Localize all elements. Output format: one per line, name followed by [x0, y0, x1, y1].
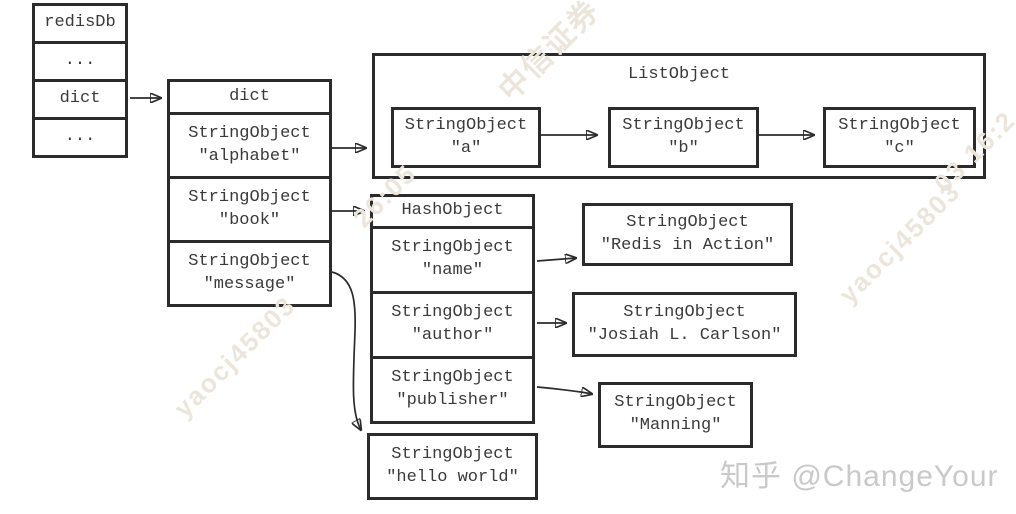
dict-row-book: StringObject "book" — [170, 176, 329, 240]
object-type-label: StringObject — [614, 393, 737, 413]
object-type-label: StringObject — [188, 123, 311, 143]
object-type-label: StringObject — [623, 302, 746, 322]
hash-row-name: StringObject "name" — [373, 226, 532, 291]
object-value-label: "b" — [668, 138, 699, 158]
object-value-label: "message" — [203, 274, 296, 294]
object-type-label: StringObject — [391, 368, 514, 388]
dict-table: dict StringObject "alphabet" StringObjec… — [167, 79, 332, 307]
object-value-label: "a" — [450, 138, 482, 158]
arrow-publisher-to-manning — [536, 386, 592, 394]
object-type-label: StringObject — [626, 212, 749, 232]
list-item-c: StringObject "c" — [823, 107, 976, 168]
object-type-label: StringObject — [622, 115, 745, 135]
dict-row-alphabet: StringObject "alphabet" — [170, 112, 329, 176]
redisdb-row-ellipsis-bottom: ... — [35, 117, 125, 155]
object-type-label: StringObject — [838, 115, 961, 135]
watermark-diagonal: yaocj45803 — [832, 175, 967, 310]
object-type-label: StringObject — [391, 238, 514, 258]
object-type-label: StringObject — [404, 115, 528, 135]
object-value-label: "Manning" — [629, 416, 722, 435]
zhihu-credit-watermark: 知乎 @ChangeYour — [720, 460, 999, 493]
object-value-label: "c" — [884, 138, 915, 158]
hash-object-header: HashObject — [401, 201, 504, 221]
object-value-label: "Josiah L. Carlson" — [587, 325, 782, 345]
object-type-label: StringObject — [391, 444, 514, 464]
redisdb-row-dict: dict — [35, 79, 125, 117]
object-value-label: "hello world" — [386, 467, 519, 487]
object-value-label: "author" — [411, 326, 494, 345]
value-box-josiah-carlson: StringObject "Josiah L. Carlson" — [572, 292, 797, 357]
object-value-label: "Redis in Action" — [600, 235, 775, 255]
dict-row-message: StringObject "message" — [170, 240, 329, 304]
arrow-name-to-redis-in-action — [536, 258, 576, 261]
value-box-manning: StringObject "Manning" — [598, 382, 753, 448]
list-object-container: ListObject StringObject "a" StringObject… — [372, 53, 986, 179]
hash-object-table: HashObject StringObject "name" StringObj… — [370, 194, 535, 424]
redisdb-row-ellipsis-top: ... — [35, 41, 125, 79]
object-value-label: "name" — [421, 261, 484, 280]
hash-row-publisher: StringObject "publisher" — [373, 356, 532, 421]
arrow-message-to-hello-world — [331, 271, 361, 430]
object-type-label: StringObject — [188, 251, 311, 271]
hash-row-author: StringObject "author" — [373, 291, 532, 356]
object-value-label: "alphabet" — [198, 146, 301, 166]
object-value-label: "publisher" — [396, 391, 509, 410]
value-box-hello-world: StringObject "hello world" — [367, 433, 538, 500]
redisdb-row-title: redisDb — [44, 13, 116, 33]
list-item-a: StringObject "a" — [391, 107, 541, 168]
object-type-label: StringObject — [391, 303, 514, 323]
object-value-label: "book" — [218, 210, 281, 230]
list-item-b: StringObject "b" — [608, 107, 759, 168]
watermark-diagonal: yaocj45803 — [167, 289, 302, 424]
object-type-label: StringObject — [188, 187, 311, 207]
value-box-redis-in-action: StringObject "Redis in Action" — [582, 203, 793, 266]
list-object-title: ListObject — [627, 65, 731, 84]
redisdb-table: redisDb ... dict ... — [32, 3, 128, 158]
dict-table-header: dict — [229, 86, 270, 106]
